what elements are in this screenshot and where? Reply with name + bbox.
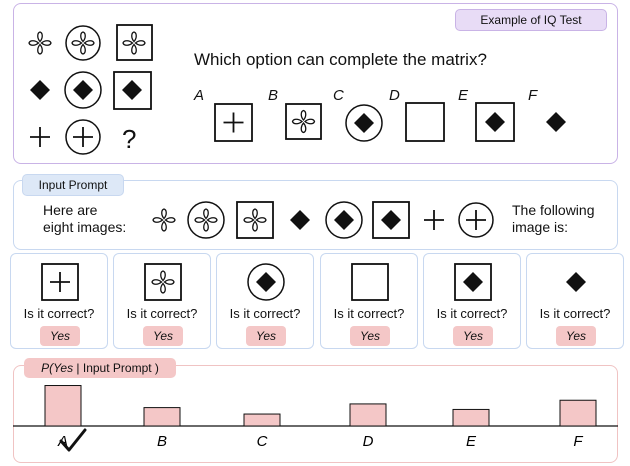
card-answer: Yes <box>246 326 286 346</box>
option-label-f: F <box>528 87 538 104</box>
diamond-in-circle <box>325 201 363 239</box>
card-answer: Yes <box>556 326 596 346</box>
answer-options <box>214 102 566 142</box>
missing-cell-question-mark: ? <box>122 124 137 154</box>
option-label-b: B <box>268 87 279 104</box>
card-answer: Yes <box>350 326 390 346</box>
input-prompt-panel <box>13 180 618 250</box>
square-frame <box>116 24 153 61</box>
option-b-figure <box>285 103 322 140</box>
option-f-figure <box>546 112 566 132</box>
question-text: Which option can complete the matrix? <box>194 50 487 69</box>
checkmark-icon <box>59 428 87 452</box>
option-e-figure <box>475 102 515 142</box>
candidate-card-d: Is it correct? Yes <box>320 253 418 349</box>
card-question: Is it correct? <box>126 306 198 321</box>
prob-tag-prefix: P( <box>41 361 54 375</box>
option-label-c: C <box>333 87 344 104</box>
diamond-in-square <box>372 201 410 239</box>
probability-tag: P(Yes | Input Prompt ) <box>24 358 176 378</box>
prompt-left-line1: Here are <box>43 202 98 218</box>
prob-tag-yes: Yes <box>53 361 74 375</box>
card-question: Is it correct? <box>436 306 508 321</box>
candidate-card-c: Is it correct? Yes <box>216 253 314 349</box>
probability-panel <box>13 365 618 463</box>
option-c-figure <box>345 104 383 142</box>
card-answer: Yes <box>40 326 80 346</box>
clover-icon <box>71 31 95 55</box>
candidate-card-b: Is it correct? Yes <box>113 253 211 349</box>
clover-icon <box>28 31 52 55</box>
circle-frame <box>64 71 102 109</box>
circle-frame <box>65 25 101 61</box>
puzzle-matrix <box>28 24 153 155</box>
card-question: Is it correct? <box>333 306 405 321</box>
clover-in-circle <box>187 201 225 239</box>
plus-icon <box>29 126 51 148</box>
iq-example-panel <box>13 3 618 164</box>
clover-icon <box>122 31 146 55</box>
candidate-card-e: Is it correct? Yes <box>423 253 521 349</box>
circle-frame <box>65 119 101 155</box>
prompt-right-line2: image is: <box>512 219 569 235</box>
prompt-image-sequence <box>152 201 494 239</box>
option-a-figure <box>214 103 253 142</box>
clover-in-square <box>236 201 274 239</box>
input-prompt-tag: Input Prompt <box>22 174 124 196</box>
iq-example-tag: Example of IQ Test <box>455 9 607 31</box>
card-question: Is it correct? <box>539 306 611 321</box>
plus-icon <box>423 209 445 231</box>
card-answer: Yes <box>143 326 183 346</box>
diamond-icon <box>30 80 50 100</box>
option-label-e: E <box>458 87 469 104</box>
option-label-a: A <box>194 87 205 104</box>
clover-icon <box>152 208 176 232</box>
candidate-card-f: Is it correct? Yes <box>526 253 624 349</box>
square-frame <box>113 71 152 110</box>
plus-icon <box>72 126 94 148</box>
prompt-left-line2: eight images: <box>43 219 127 235</box>
option-label-d: D <box>389 87 400 104</box>
plus-in-circle <box>458 202 494 238</box>
option-d-figure <box>405 102 445 142</box>
candidate-card-a: Is it correct? Yes <box>10 253 108 349</box>
card-answer: Yes <box>453 326 493 346</box>
prob-tag-rest: | Input Prompt ) <box>73 361 159 375</box>
diamond-icon <box>73 80 93 100</box>
card-question: Is it correct? <box>229 306 301 321</box>
prompt-right-line1: The following <box>512 202 595 218</box>
diamond-icon <box>122 80 142 100</box>
card-question: Is it correct? <box>23 306 95 321</box>
diamond-icon <box>290 210 310 230</box>
